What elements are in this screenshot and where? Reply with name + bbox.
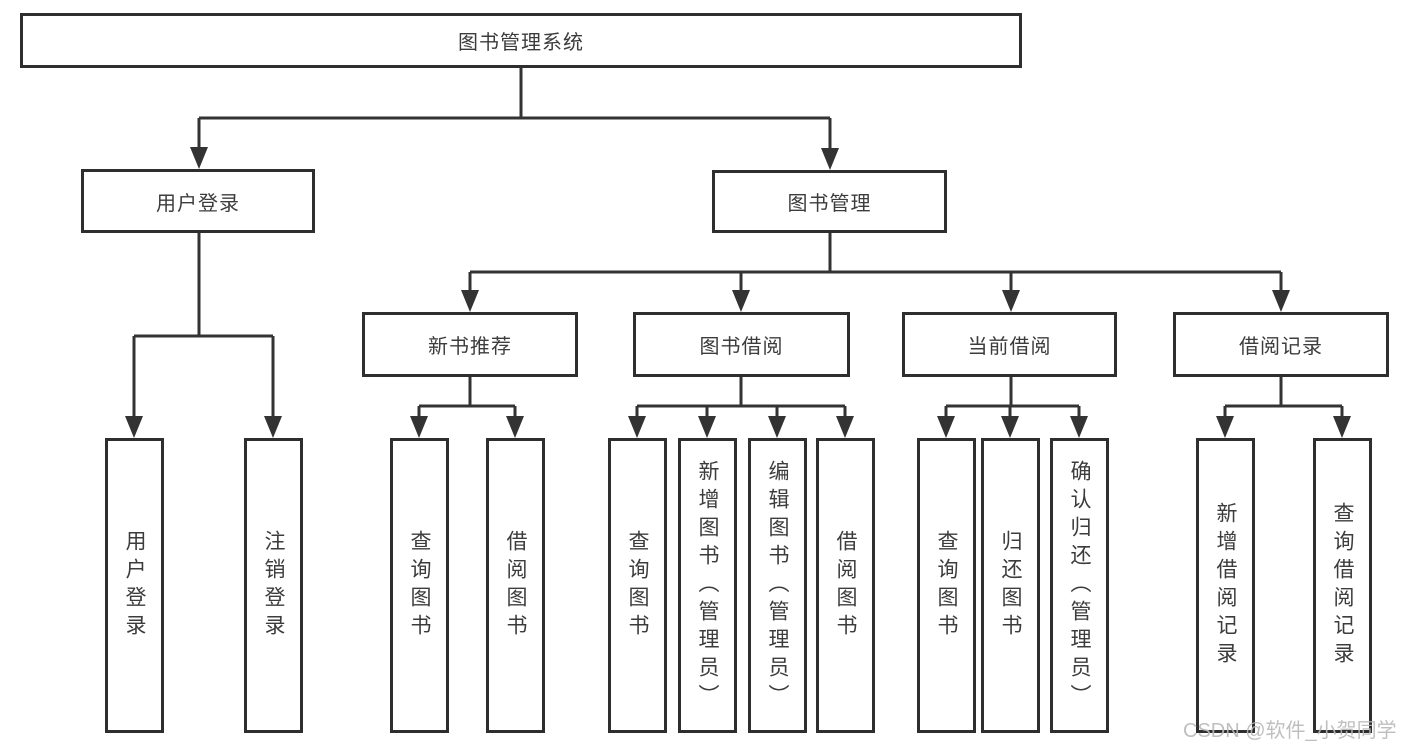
node-label: 用户登录 (156, 192, 240, 215)
node-current-borrow: 当前借阅 (902, 312, 1117, 377)
leaf-borrow-books-recommend: 借阅图书 (486, 438, 545, 733)
leaf-add-borrow-record: 新增借阅记录 (1196, 438, 1255, 733)
leaf-edit-books-admin: 编辑图书（管理员） (748, 438, 807, 733)
node-label: 借阅记录 (1239, 336, 1323, 358)
leaf-label: 注销登录 (262, 529, 285, 642)
node-label: 当前借阅 (967, 336, 1052, 358)
leaf-label: 归还图书 (999, 529, 1022, 642)
leaf-query-books-borrow: 查询图书 (608, 438, 667, 733)
csdn-watermark: CSDN @软件_小贺同学 (1183, 720, 1397, 742)
leaf-label: 查询图书 (408, 529, 431, 642)
node-label: 图书借阅 (699, 336, 784, 358)
leaf-label: 借阅图书 (504, 529, 527, 642)
node-book-management: 图书管理 (712, 170, 947, 233)
leaf-logout: 注销登录 (244, 438, 303, 733)
leaf-add-books-admin: 新增图书（管理员） (678, 438, 737, 733)
leaf-confirm-return-admin: 确认归还（管理员） (1050, 438, 1109, 733)
leaf-return-books: 归还图书 (981, 438, 1040, 733)
node-book-borrow: 图书借阅 (633, 312, 850, 377)
leaf-user-login: 用户登录 (105, 438, 164, 733)
node-user-login: 用户登录 (81, 169, 315, 233)
leaf-query-borrow-record: 查询借阅记录 (1313, 438, 1372, 733)
leaf-label: 查询图书 (626, 529, 649, 642)
leaf-label: 新增图书（管理员） (696, 459, 719, 712)
leaf-label: 借阅图书 (834, 529, 857, 642)
leaf-borrow-books: 借阅图书 (816, 438, 875, 733)
leaf-label: 编辑图书（管理员） (766, 459, 789, 712)
node-label: 图书管理 (787, 193, 872, 215)
node-label: 新书推荐 (428, 336, 512, 358)
leaf-label: 确认归还（管理员） (1068, 459, 1091, 712)
leaf-label: 新增借阅记录 (1214, 501, 1237, 670)
node-root-system: 图书管理系统 (20, 13, 1022, 68)
leaf-query-books-current: 查询图书 (917, 438, 976, 733)
leaf-query-books-recommend: 查询图书 (390, 438, 449, 733)
leaf-label: 用户登录 (123, 529, 146, 642)
leaf-label: 查询借阅记录 (1331, 501, 1354, 670)
leaf-label: 查询图书 (935, 529, 958, 642)
node-new-book-recommend: 新书推荐 (362, 312, 578, 377)
node-borrow-records: 借阅记录 (1173, 312, 1389, 377)
node-root-label: 图书管理系统 (458, 32, 584, 54)
